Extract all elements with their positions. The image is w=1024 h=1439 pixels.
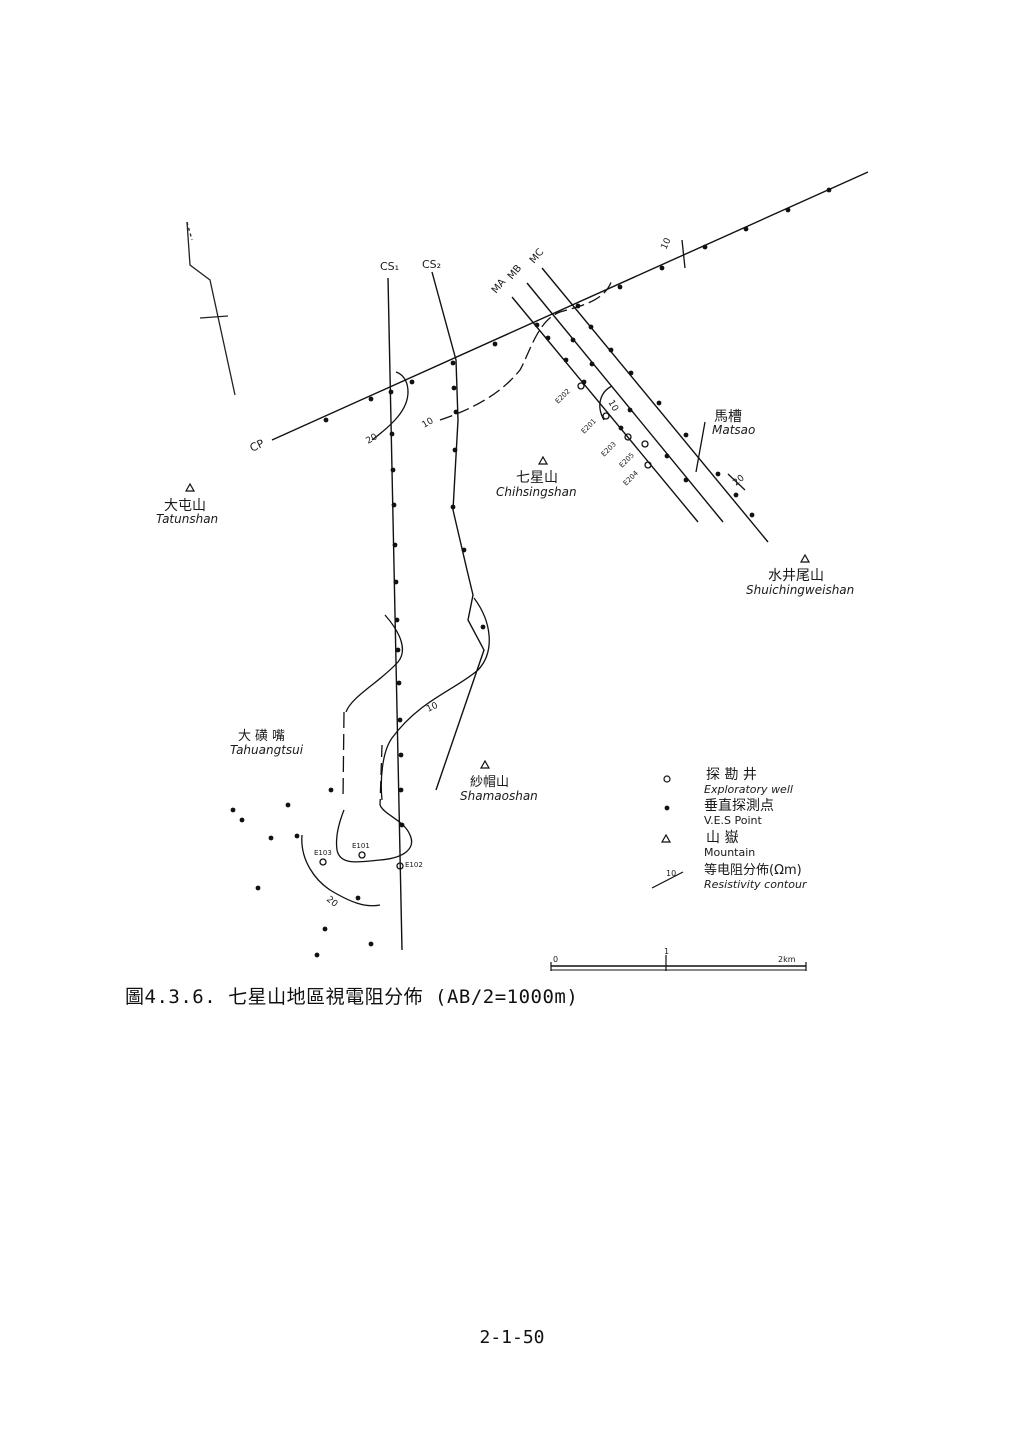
ma-label: MA — [490, 277, 508, 296]
well-label: E103 — [314, 849, 332, 857]
legend-ves-en: V.E.S Point — [704, 814, 763, 827]
tahuangtsui-cn-label: 大磺嘴 — [238, 729, 289, 744]
cp-line — [271, 171, 869, 441]
contour-label: 10 — [660, 236, 674, 251]
well-label: E204 — [622, 469, 641, 488]
contour-label: 20 — [365, 432, 380, 447]
mountain-icons — [184, 455, 811, 769]
tahuangtsui-en-label: Tahuangtsui — [230, 743, 304, 757]
chihsingshan-en-label: Chihsingshan — [496, 485, 577, 499]
legend-well-cn: 探 勘 井 — [706, 767, 757, 783]
legend-ves-cn: 垂直探測点 — [704, 797, 774, 814]
mb-line — [526, 282, 724, 523]
mc-label: MC — [528, 247, 546, 266]
well-label: E202 — [554, 387, 572, 405]
legend-contour-sample: 10 — [666, 869, 676, 878]
mb-label: MB — [506, 263, 524, 282]
scale-one: 1 — [664, 947, 669, 956]
contour-label: 10 — [605, 399, 620, 414]
scale-zero: 0 — [553, 955, 558, 964]
contour-label: 20 — [732, 473, 747, 488]
tatunshan-cn-label: 大屯山 — [164, 498, 206, 514]
well-label: E101 — [352, 842, 370, 850]
mountain-icon — [660, 833, 672, 843]
page-number: 2-1-50 — [479, 1327, 545, 1348]
scale-bar — [550, 955, 807, 971]
cs1-label: CS₁ — [380, 260, 399, 273]
contour-label: 10 — [425, 701, 440, 715]
mc-line — [541, 267, 769, 543]
figure-caption: 圖4.3.6. 七星山地區視電阻分佈 (AB/2=1000m) — [125, 986, 579, 1008]
shuichingweishan-en-label: Shuichingweishan — [746, 583, 854, 597]
scale-two: 2km — [778, 955, 796, 964]
well-label: E205 — [618, 451, 636, 469]
shamaoshan-en-label: Shamaoshan — [460, 789, 538, 803]
cs1-line — [387, 277, 403, 951]
matsao-cn-label: 馬槽 — [714, 409, 742, 425]
contour-line-icon — [651, 871, 684, 889]
shamaoshan-cn-label: 紗帽山 — [470, 774, 509, 790]
survey-lines — [271, 171, 869, 951]
contour-label: 10 — [421, 416, 436, 431]
north-arrow-icon — [186, 221, 236, 396]
legend-well-en: Exploratory well — [704, 783, 793, 796]
resistivity-contours — [301, 239, 746, 907]
well-label: E201 — [580, 417, 598, 435]
chihsingshan-cn-label: 七星山 — [516, 470, 558, 486]
legend-contour-cn: 等电阻分佈(Ωm) — [704, 862, 802, 878]
matsao-en-label: Matsao — [712, 423, 755, 437]
exploratory-wells — [319, 382, 652, 870]
cs2-label: CS₂ — [422, 258, 441, 271]
ma-line — [511, 296, 699, 523]
ves-points — [230, 187, 832, 958]
cp-label: CP — [248, 437, 267, 455]
tatunshan-en-label: Tatunshan — [156, 512, 218, 526]
legend-mountain-cn: 山 嶽 — [706, 830, 738, 846]
well-label: E102 — [405, 861, 423, 869]
contour-label: 20 — [324, 895, 339, 910]
ves-point-icon — [664, 805, 670, 811]
exploratory-well-icon — [663, 775, 671, 783]
shuichingweishan-cn-label: 水井尾山 — [768, 568, 824, 584]
legend: 10 探 勘 井 Exploratory well 垂直探測点 V.E.S Po… — [651, 767, 808, 891]
cs2-line — [431, 271, 485, 791]
legend-contour-en: Resistivity contour — [704, 878, 808, 891]
legend-mountain-en: Mountain — [704, 846, 755, 859]
well-label: E203 — [600, 440, 618, 458]
